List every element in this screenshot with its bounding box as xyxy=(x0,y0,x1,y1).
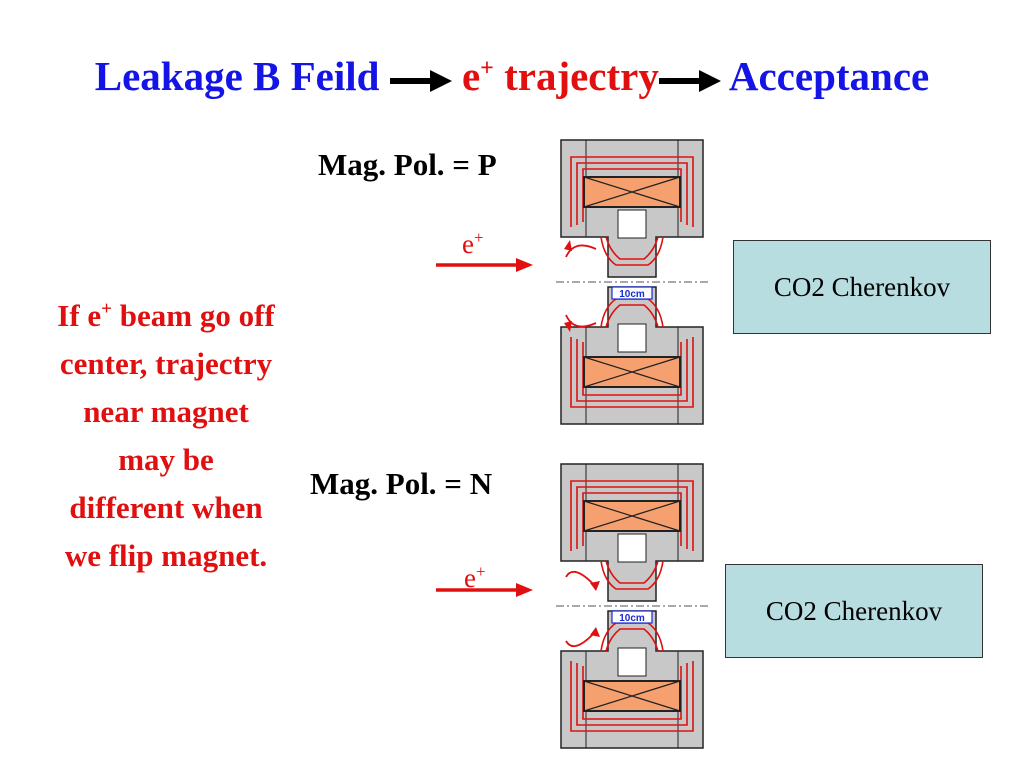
title-trajectory: e+ trajectry xyxy=(461,53,659,99)
beam-arrow xyxy=(436,258,533,272)
cherenkov-detector-p: CO2 Cherenkov xyxy=(733,240,991,334)
positron-label: e+ xyxy=(462,228,484,259)
explanation-note: If e+ beam go off center, trajectry near… xyxy=(57,298,275,573)
magnet-diagram-p: 10cm xyxy=(556,139,708,425)
beam-arrow xyxy=(436,583,533,597)
right-arrow-icon xyxy=(389,69,452,92)
right-arrow-icon xyxy=(658,69,721,92)
positron-label: e+ xyxy=(464,562,486,593)
polarity-label-p: Mag. Pol. = P xyxy=(318,147,497,182)
slide-title: Leakage B Feild e+ trajectry Acceptance xyxy=(0,50,1024,102)
title-leakage-field: Leakage B Feild xyxy=(94,53,380,99)
cherenkov-detector-n: CO2 Cherenkov xyxy=(725,564,983,658)
polarity-label-n: Mag. Pol. = N xyxy=(310,466,493,501)
title-acceptance: Acceptance xyxy=(728,53,930,99)
magnet-diagram-n: 10cm xyxy=(556,463,708,749)
scale-label: 10cm xyxy=(619,613,645,624)
scale-label: 10cm xyxy=(619,289,645,300)
